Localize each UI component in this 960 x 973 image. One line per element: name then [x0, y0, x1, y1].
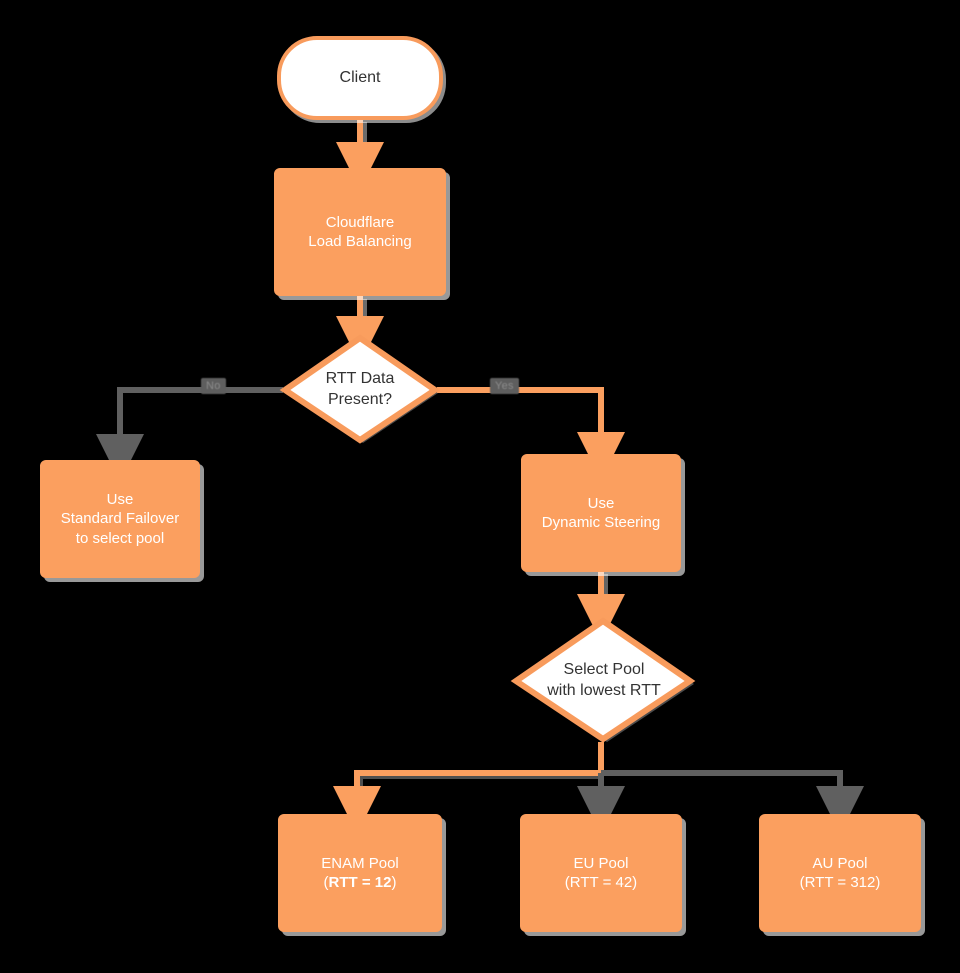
node-au-pool-label: AU Pool (RTT = 312)	[800, 854, 881, 892]
node-eu-pool-line2: (RTT = 42)	[564, 874, 638, 891]
node-enam-pool-line1: ENAM Pool	[321, 854, 399, 872]
node-load-balancing[interactable]: Cloudflare Load Balancing	[274, 168, 446, 296]
node-load-balancing-label: Cloudflare Load Balancing	[308, 213, 411, 251]
node-au-pool-line1: AU Pool	[812, 854, 868, 872]
node-load-balancing-line1: Cloudflare	[325, 213, 395, 231]
node-enam-pool-line2: (RTT = 12)	[321, 873, 399, 892]
edge-label-no: No	[201, 378, 226, 394]
node-standard-failover-line2: Standard Failover	[60, 510, 180, 528]
edge-label-yes: Yes	[490, 378, 519, 394]
node-dynamic-steering[interactable]: Use Dynamic Steering	[521, 454, 681, 572]
node-dynamic-steering-label: Use Dynamic Steering	[542, 494, 660, 532]
node-client[interactable]: Client	[277, 36, 443, 120]
enam-paren-close: )	[391, 874, 397, 891]
node-eu-pool[interactable]: EU Pool (RTT = 42)	[520, 814, 682, 932]
node-eu-pool-line1: EU Pool	[573, 854, 629, 872]
node-standard-failover-line3: to select pool	[75, 529, 165, 547]
node-au-pool[interactable]: AU Pool (RTT = 312)	[759, 814, 921, 932]
enam-rtt-value: RTT = 12	[328, 874, 392, 891]
node-client-label: Client	[339, 68, 381, 86]
node-standard-failover-line1: Use	[106, 491, 134, 509]
node-enam-pool[interactable]: ENAM Pool (RTT = 12)	[278, 814, 442, 932]
edge-rttdecision-yes-to-dynamicsteering	[437, 387, 625, 480]
rtt-decision-shape	[279, 334, 441, 444]
node-enam-pool-label: ENAM Pool (RTT = 12)	[321, 854, 399, 892]
node-dynamic-steering-line1: Use	[587, 494, 615, 512]
node-standard-failover[interactable]: Use Standard Failover to select pool	[40, 460, 200, 578]
select-pool-shape	[510, 617, 696, 743]
node-dynamic-steering-line2: Dynamic Steering	[541, 514, 661, 531]
node-standard-failover-label: Use Standard Failover to select pool	[61, 490, 179, 548]
node-load-balancing-line2: Load Balancing	[308, 233, 412, 250]
enam-paren-open: (	[323, 874, 329, 891]
node-select-pool[interactable]: Select Pool with lowest RTT	[510, 617, 696, 744]
node-rtt-decision[interactable]: RTT Data Present?	[279, 334, 441, 444]
edge-selectpool-to-enampool	[333, 742, 604, 834]
edge-rttdecision-no-to-standardfailover	[96, 387, 283, 482]
node-eu-pool-label: EU Pool (RTT = 42)	[565, 854, 637, 892]
edge-selectpool-to-aupool	[601, 770, 864, 834]
node-au-pool-line2: (RTT = 312)	[799, 874, 881, 891]
